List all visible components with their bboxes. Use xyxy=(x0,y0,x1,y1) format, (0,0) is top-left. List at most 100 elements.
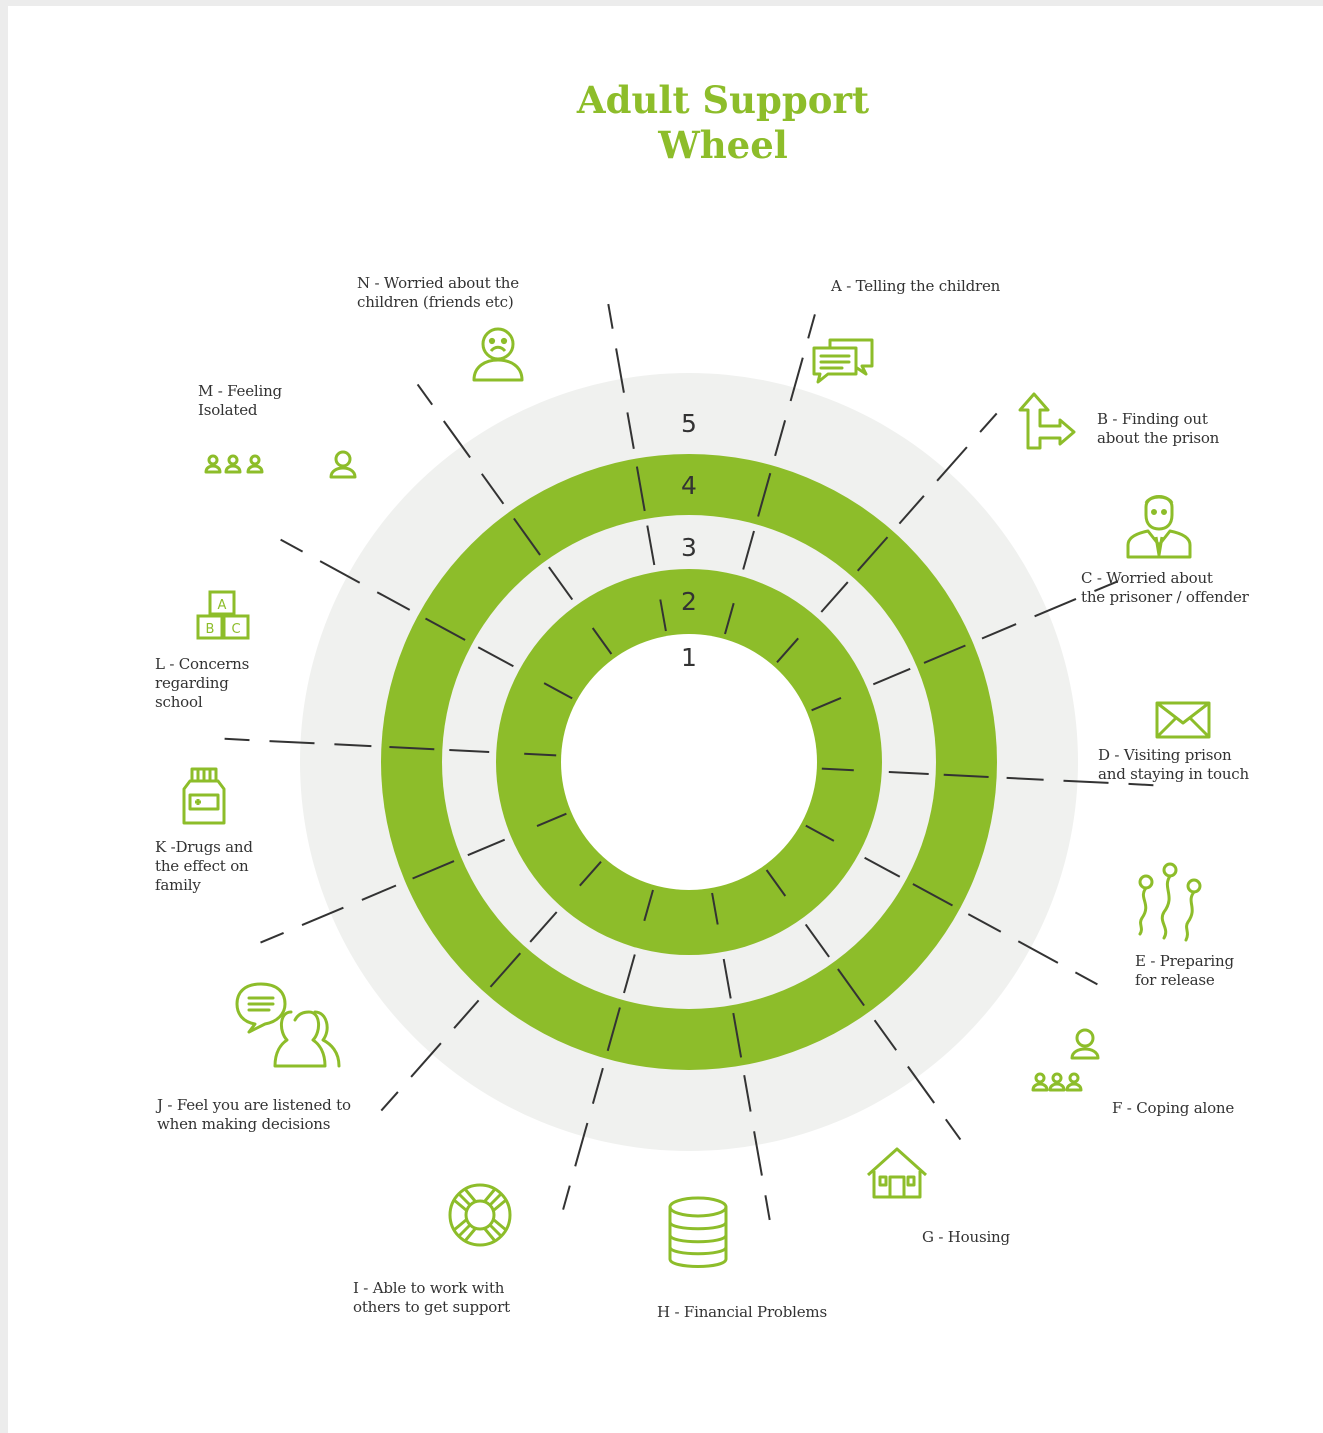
segment-label-l: L - Concerns regarding school xyxy=(155,655,250,711)
divider-12-dash-4 xyxy=(319,560,361,584)
speech-bubbles-icon xyxy=(812,336,876,384)
divider-10-dash-0 xyxy=(536,812,567,828)
divider-12-dash-3 xyxy=(376,591,411,611)
divider-11-dash-1 xyxy=(449,749,490,753)
divider-6-dash-0 xyxy=(765,869,787,897)
divider-10-dash-1 xyxy=(467,838,506,857)
divider-5-dash-4 xyxy=(1017,940,1059,964)
block-letter-c: C xyxy=(231,622,240,637)
divider-11-dash-2 xyxy=(389,746,435,751)
divider-1-dash-0 xyxy=(724,602,735,635)
segment-label-g: G - Housing xyxy=(922,1228,1010,1246)
divider-7-dash-1 xyxy=(722,958,732,999)
divider-1-dash-2 xyxy=(757,472,772,517)
divider-3-dash-4 xyxy=(1034,597,1077,618)
divider-2-dash-5 xyxy=(979,412,998,433)
divider-3-dash-2 xyxy=(923,644,966,664)
divider-7-dash-3 xyxy=(743,1075,752,1112)
divider-4-dash-3 xyxy=(1006,776,1044,781)
abc-blocks-icon: A B C xyxy=(194,590,250,642)
divider-4-dash-1 xyxy=(888,771,929,775)
segment-label-e: E - Preparing for release xyxy=(1135,952,1234,989)
title-line-1: Adult Support xyxy=(576,78,870,122)
worried-face-icon xyxy=(471,326,525,382)
divider-10-dash-2 xyxy=(412,860,455,880)
balloons-icon xyxy=(1134,862,1204,942)
divider-9-dash-5 xyxy=(380,1091,399,1112)
divider-3-dash-5 xyxy=(1094,580,1118,593)
divider-2-dash-4 xyxy=(936,446,968,482)
divider-11-dash-4 xyxy=(269,740,315,745)
divider-9-dash-0 xyxy=(579,861,602,887)
divider-0-dash-4 xyxy=(615,348,625,393)
divider-0-dash-3 xyxy=(626,412,635,449)
divider-6-dash-5 xyxy=(944,1118,962,1141)
divider-1-dash-4 xyxy=(789,357,804,402)
divider-13-dash-3 xyxy=(480,473,505,505)
divider-1-dash-1 xyxy=(742,530,755,570)
divider-4-dash-5 xyxy=(1128,782,1154,787)
segment-label-f: F - Coping alone xyxy=(1112,1099,1235,1117)
ring-number-2: 2 xyxy=(681,587,697,616)
divider-1-dash-5 xyxy=(807,314,816,339)
medicine-bottle-icon xyxy=(180,767,228,825)
ring-number-4: 4 xyxy=(681,471,697,500)
segment-label-i: I - Able to work with others to get supp… xyxy=(353,1279,510,1316)
divider-9-dash-4 xyxy=(410,1042,442,1078)
divider-7-dash-4 xyxy=(753,1131,763,1176)
divider-0-dash-0 xyxy=(659,599,667,632)
divider-3-dash-0 xyxy=(811,696,842,712)
divider-13-dash-1 xyxy=(548,566,574,601)
segment-label-c: C - Worried about the prisoner / offende… xyxy=(1081,569,1249,606)
page-title: Adult Support Wheel xyxy=(8,78,1323,168)
segment-label-d: D - Visiting prison and staying in touch xyxy=(1098,746,1249,783)
divider-12-dash-5 xyxy=(280,538,304,553)
divider-12-dash-0 xyxy=(543,682,573,700)
divider-8-dash-0 xyxy=(643,889,654,922)
man-in-suit-icon xyxy=(1126,485,1192,559)
ring-number-5: 5 xyxy=(681,409,697,438)
block-letter-b: B xyxy=(206,622,215,637)
divider-13-dash-0 xyxy=(591,627,613,655)
divider-8-dash-1 xyxy=(623,954,636,994)
title-line-2: Wheel xyxy=(658,123,788,167)
coin-stack-icon xyxy=(666,1195,730,1271)
block-letter-a: A xyxy=(218,598,227,613)
divider-5-dash-3 xyxy=(967,913,1002,933)
divider-10-dash-3 xyxy=(361,884,397,901)
divider-2-dash-1 xyxy=(820,581,849,613)
lifebuoy-icon xyxy=(447,1182,513,1248)
house-icon xyxy=(866,1145,928,1201)
divider-12-dash-1 xyxy=(477,646,514,668)
divider-13-dash-5 xyxy=(416,383,434,406)
divider-6-dash-1 xyxy=(804,923,830,958)
segment-dividers xyxy=(224,303,1154,1221)
divider-11-dash-5 xyxy=(224,737,250,742)
divider-1-dash-3 xyxy=(774,420,787,457)
segment-label-m: M - Feeling Isolated xyxy=(198,382,282,419)
divider-12-dash-2 xyxy=(425,617,466,641)
segment-label-a: A - Telling the children xyxy=(831,277,1001,295)
envelope-icon xyxy=(1155,701,1211,739)
divider-6-dash-2 xyxy=(837,968,865,1007)
divider-11-dash-0 xyxy=(524,752,557,757)
divider-5-dash-5 xyxy=(1074,971,1098,986)
divider-0-dash-1 xyxy=(646,525,656,566)
segment-label-h: H - Financial Problems xyxy=(657,1303,827,1321)
divider-11-dash-3 xyxy=(334,743,372,748)
divider-8-dash-3 xyxy=(591,1067,604,1104)
divider-13-dash-2 xyxy=(513,517,541,556)
divider-5-dash-2 xyxy=(912,883,953,907)
divider-4-dash-4 xyxy=(1063,779,1109,784)
isolated-person-icon xyxy=(203,450,363,480)
divider-4-dash-0 xyxy=(821,767,854,772)
divider-10-dash-5 xyxy=(260,931,284,944)
segment-label-k: K -Drugs and the effect on family xyxy=(155,838,253,894)
divider-10-dash-4 xyxy=(301,906,344,927)
divider-8-dash-5 xyxy=(562,1185,571,1210)
divider-0-dash-5 xyxy=(607,303,614,329)
ring-1-center xyxy=(561,634,817,890)
divider-9-dash-3 xyxy=(453,999,480,1029)
divider-2-dash-2 xyxy=(856,536,889,572)
